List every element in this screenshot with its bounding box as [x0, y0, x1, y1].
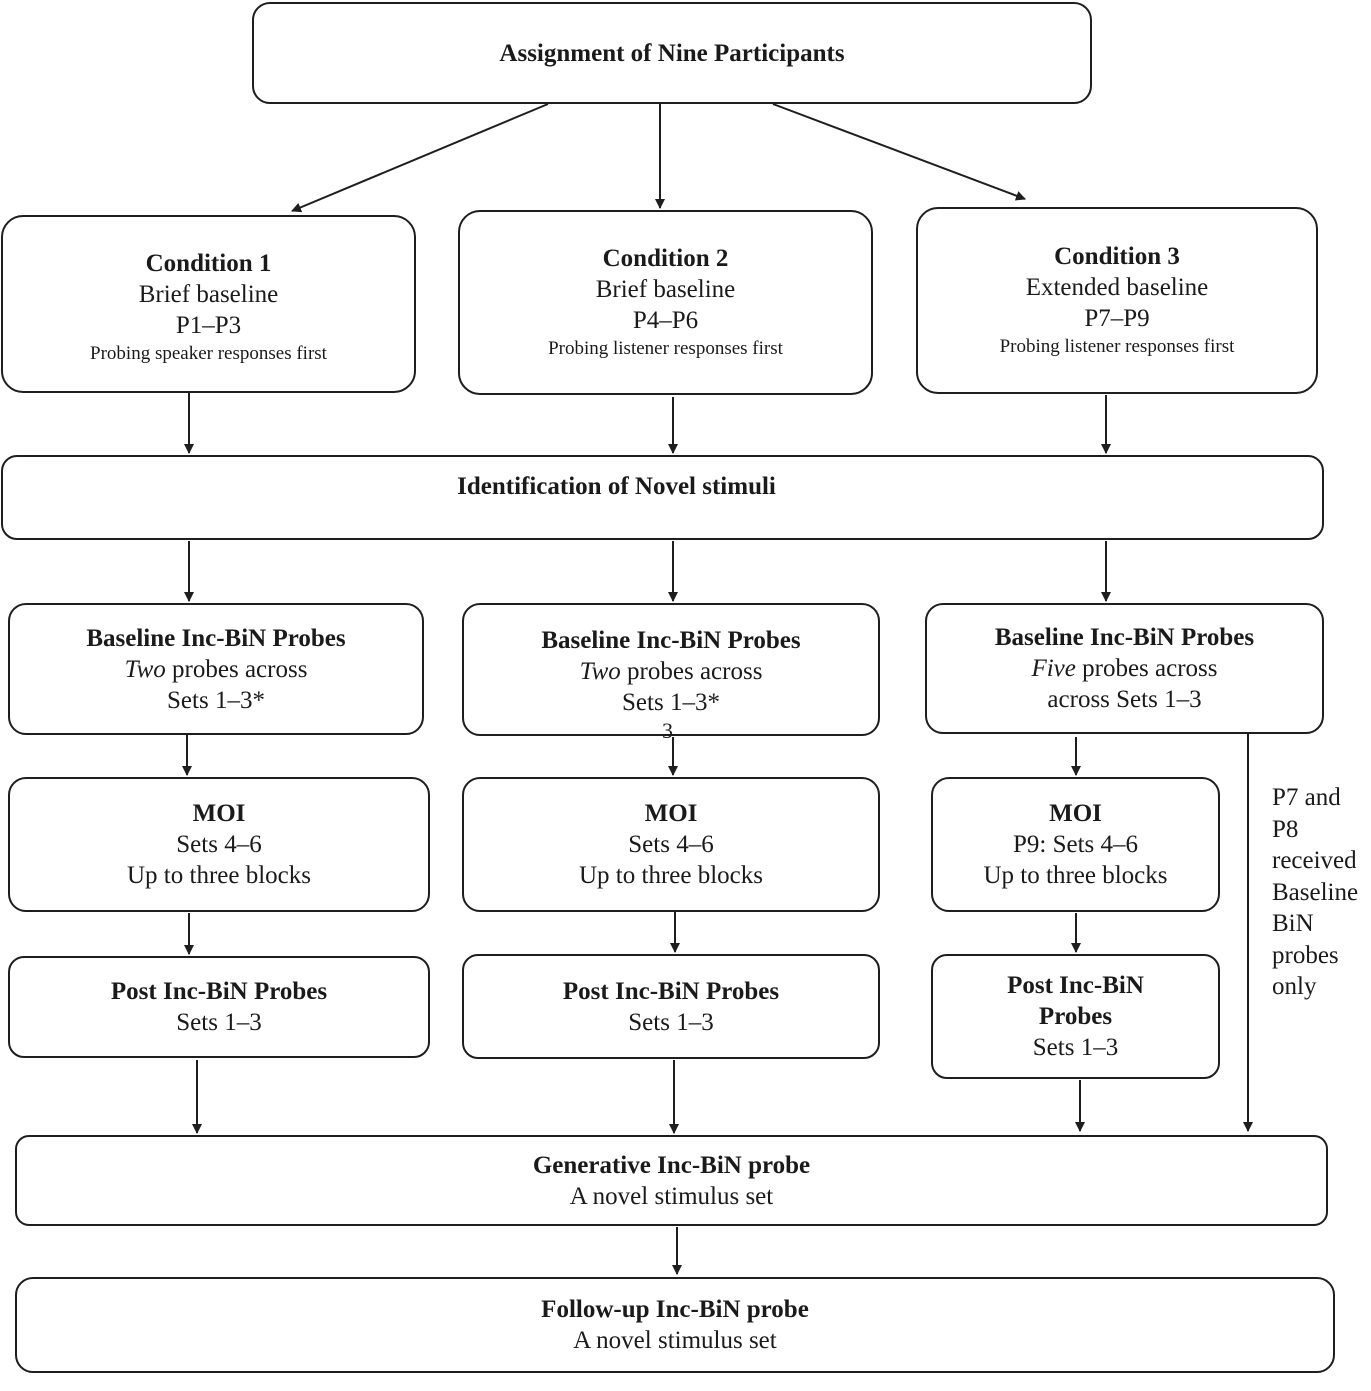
- arrow-to-condition-1: [291, 103, 549, 213]
- moi-1-blocks: Up to three blocks: [127, 862, 311, 889]
- side-note-line-2: P8: [1272, 815, 1299, 843]
- baseline-probes-2-sets: Sets 1–3*: [622, 689, 720, 716]
- baseline-probes-3-count: Five: [1031, 655, 1076, 682]
- condition-3-title: Condition 3: [1054, 243, 1180, 270]
- side-note-line-6: probes: [1272, 941, 1339, 969]
- side-note-line-5: BiN: [1272, 910, 1314, 937]
- side-note-line-7: only: [1272, 973, 1317, 1000]
- post-probes-1-title: Post Inc-BiN Probes: [110, 978, 328, 1005]
- side-note-line-3: received: [1272, 847, 1357, 874]
- condition-3-participants: P7–P9: [1084, 305, 1150, 332]
- condition-3-probing: Probing listener responses first: [999, 336, 1235, 357]
- condition-2-box: Condition 2 Brief baseline P4–P6 Probing…: [458, 210, 873, 395]
- post-probes-3-title-line1: Post Inc-BiN: [1007, 972, 1144, 999]
- baseline-probes-1-count-line: Two probes across: [125, 654, 308, 685]
- baseline-probes-2-count-line: Two probes across: [580, 656, 763, 687]
- baseline-probes-2-count: Two: [579, 658, 621, 685]
- identification-box: Identification of Novel stimuli: [1, 455, 1324, 540]
- post-probes-1-box: Post Inc-BiN Probes Sets 1–3: [8, 956, 430, 1058]
- side-note-line-1: P7 and: [1272, 784, 1341, 811]
- moi-2-box: MOI Sets 4–6 Up to three blocks: [462, 777, 880, 912]
- condition-1-title: Condition 1: [145, 249, 272, 277]
- followup-subtitle: A novel stimulus set: [573, 1327, 777, 1354]
- side-note: P7 and P8 received Baseline BiN probes o…: [1272, 782, 1358, 1003]
- condition-1-baseline: Brief baseline: [138, 280, 279, 308]
- post-probes-3-title-line2: Probes: [1038, 1003, 1113, 1030]
- moi-3-box: MOI P9: Sets 4–6 Up to three blocks: [931, 777, 1220, 912]
- followup-title: Follow-up Inc-BiN probe: [541, 1296, 809, 1323]
- stray-mark: 3: [662, 718, 673, 743]
- moi-1-box: MOI Sets 4–6 Up to three blocks: [8, 777, 430, 912]
- condition-1-probing: Probing speaker responses first: [90, 342, 327, 364]
- moi-2-title: MOI: [644, 800, 698, 827]
- baseline-probes-3-sets: across Sets 1–3: [1047, 686, 1202, 713]
- moi-3-sets: P9: Sets 4–6: [1012, 831, 1139, 858]
- moi-2-sets: Sets 4–6: [628, 831, 714, 858]
- condition-3-box: Condition 3 Extended baseline P7–P9 Prob…: [916, 207, 1318, 394]
- generative-subtitle: A novel stimulus set: [569, 1182, 774, 1210]
- condition-1-participants: P1–P3: [175, 311, 242, 339]
- baseline-probes-3-title: Baseline Inc-BiN Probes: [994, 624, 1255, 651]
- condition-2-probing: Probing listener responses first: [548, 338, 783, 359]
- post-probes-2-box: Post Inc-BiN Probes Sets 1–3: [462, 954, 880, 1059]
- baseline-probes-2-box: Baseline Inc-BiN Probes Two probes acros…: [462, 603, 880, 736]
- assignment-title: Assignment of Nine Participants: [499, 39, 845, 67]
- post-probes-1-sets: Sets 1–3: [176, 1009, 262, 1036]
- arrow-to-condition-3: [772, 103, 1026, 201]
- baseline-probes-1-box: Baseline Inc-BiN Probes Two probes acros…: [8, 603, 424, 735]
- baseline-probes-1-rest: probes across: [165, 655, 308, 683]
- post-probes-2-title: Post Inc-BiN Probes: [562, 977, 780, 1005]
- assignment-box: Assignment of Nine Participants: [252, 2, 1092, 104]
- post-probes-2-sets: Sets 1–3: [628, 1008, 714, 1036]
- generative-box: Generative Inc-BiN probe A novel stimulu…: [15, 1135, 1328, 1226]
- condition-2-baseline: Brief baseline: [595, 276, 736, 303]
- baseline-probes-2-title: Baseline Inc-BiN Probes: [541, 627, 801, 654]
- baseline-probes-3-count-line: Five probes across: [1031, 653, 1217, 684]
- followup-box: Follow-up Inc-BiN probe A novel stimulus…: [15, 1277, 1335, 1373]
- post-probes-3-sets: Sets 1–3: [1032, 1034, 1119, 1061]
- identification-title: Identification of Novel stimuli: [457, 473, 776, 500]
- moi-3-title: MOI: [1049, 800, 1102, 827]
- baseline-probes-2-rest: probes across: [620, 658, 763, 685]
- condition-2-participants: P4–P6: [632, 307, 699, 334]
- moi-1-sets: Sets 4–6: [176, 831, 262, 858]
- baseline-probes-1-title: Baseline Inc-BiN Probes: [86, 624, 346, 652]
- side-note-line-4: Baseline: [1272, 878, 1359, 906]
- baseline-probes-1-sets: Sets 1–3*: [167, 686, 265, 714]
- moi-1-title: MOI: [192, 800, 246, 827]
- moi-2-blocks: Up to three blocks: [579, 862, 763, 889]
- condition-1-box: Condition 1 Brief baseline P1–P3 Probing…: [1, 215, 416, 393]
- baseline-probes-1-count: Two: [124, 655, 166, 683]
- condition-2-title: Condition 2: [602, 245, 729, 272]
- moi-3-blocks: Up to three blocks: [983, 862, 1168, 889]
- condition-3-baseline: Extended baseline: [1025, 274, 1209, 301]
- generative-title: Generative Inc-BiN probe: [532, 1151, 811, 1179]
- baseline-probes-3-box: Baseline Inc-BiN Probes Five probes acro…: [925, 603, 1324, 734]
- baseline-probes-3-rest: probes across: [1075, 655, 1218, 682]
- post-probes-3-box: Post Inc-BiN Probes Sets 1–3: [931, 954, 1220, 1079]
